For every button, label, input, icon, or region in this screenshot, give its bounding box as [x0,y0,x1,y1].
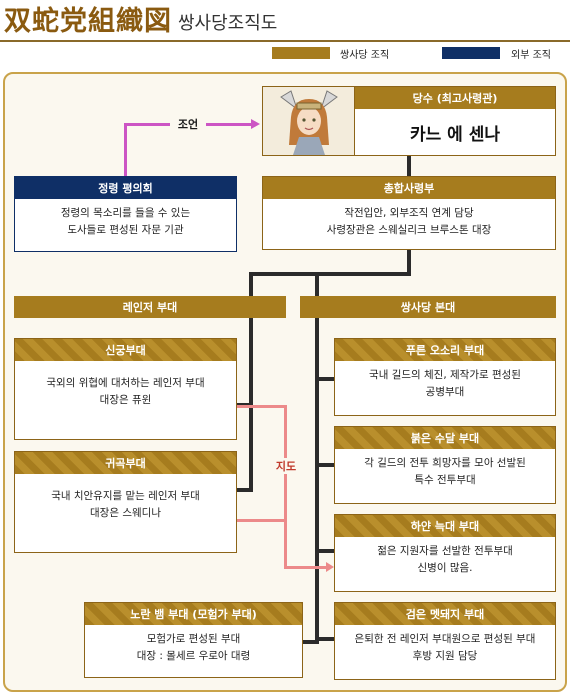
guide-line-lower [237,519,287,522]
red-otter-line-2: 특수 전투부대 [414,474,476,486]
connector-white-wolf [315,549,335,553]
unit-divine-bow: 신궁부대 국외의 위협에 대처하는 레인저 부대 대장은 퓨윈 [14,338,237,440]
ghost-valley-header: 귀곡부대 [15,452,236,474]
unit-white-wolf: 하얀 늑대 부대 젊은 지원자를 선발한 전투부대 신병이 많음. [334,514,556,592]
black-boar-line-2: 후방 지원 담당 [412,650,478,662]
command-box: 총합사령부 작전입안, 외부조직 연계 담당 사령장관은 스웨실리크 브루스톤 … [262,176,556,250]
leader-header: 당수 (최고사령관) [355,87,555,109]
council-header: 정령 평의회 [15,177,236,199]
unit-ghost-valley: 귀곡부대 국내 치안유지를 맡는 레인저 부대 대장은 스웨디나 [14,451,237,553]
yellow-snake-body: 모험가로 편성된 부대 대장 : 몰세르 우로아 대령 [85,625,302,671]
ghost-valley-line-2: 대장은 스웨디나 [90,507,161,519]
connector-yellow-snake [303,640,319,644]
divine-bow-body: 국외의 위협에 대처하는 레인저 부대 대장은 퓨윈 [15,361,236,415]
yellow-snake-header: 노란 뱀 부대 (모험가 부대) [85,603,302,625]
guide-line-to-white-wolf [284,566,328,569]
connector-blue-vulture [315,377,335,381]
unit-blue-vulture: 푸른 오소리 부대 국내 길드의 체진, 제작가로 편성된 공병부대 [334,338,556,416]
leader-portrait [263,87,355,155]
connector-command-down [407,250,411,274]
leader-name: 카느 에 센나 [409,124,501,145]
advice-arrow-icon [251,119,260,129]
unit-black-boar: 검은 멧돼지 부대 은퇴한 전 레인저 부대원으로 편성된 부대 후방 지원 담… [334,602,556,680]
command-header: 총합사령부 [263,177,555,199]
ranger-corps-bar: 레인저 부대 [14,296,286,318]
legend-swatch-internal [272,47,330,59]
guide-arrow-icon [326,562,334,572]
command-body: 작전입안, 외부조직 연계 담당 사령장관은 스웨실리크 브루스톤 대장 [263,199,555,245]
divine-bow-line-1: 국외의 위협에 대처하는 레인저 부대 [46,377,205,389]
connector-horizontal-main [249,272,411,276]
unit-red-otter: 붉은 수달 부대 각 길드의 전투 희망자를 모아 선발된 특수 전투부대 [334,426,556,504]
title-chinese: 双蛇党組織図 [4,6,172,37]
connector-red-otter [315,463,335,467]
connector-main-trunk [315,272,319,644]
connector-leader-command [407,156,411,176]
leader-portrait-icon [280,90,338,155]
legend-swatch-external [442,47,500,59]
advice-line-vertical [124,123,127,177]
white-wolf-line-2: 신병이 많음. [417,562,473,574]
yellow-snake-line-2: 대장 : 몰세르 우로아 대령 [136,650,251,662]
connector-black-boar [315,637,335,641]
main-corps-bar: 쌍사당 본대 [300,296,556,318]
white-wolf-body: 젊은 지원자를 선발한 전투부대 신병이 많음. [335,537,555,583]
red-otter-header: 붉은 수달 부대 [335,427,555,449]
connector-ranger-trunk [249,272,253,492]
council-line-1: 정령의 목소리를 들을 수 있는 [60,207,191,219]
connector-ghost-valley [237,488,251,492]
title-korean: 쌍사당조직도 [178,13,278,34]
guide-line-vertical [284,405,287,569]
council-body: 정령의 목소리를 들을 수 있는 도사들로 편성된 자문 기관 [15,199,236,245]
guide-label: 지도 [268,458,304,474]
divine-bow-header: 신궁부대 [15,339,236,361]
black-boar-body: 은퇴한 전 레인저 부대원으로 편성된 부대 후방 지원 담당 [335,625,555,671]
divine-bow-line-2: 대장은 퓨윈 [99,394,152,406]
council-box: 정령 평의회 정령의 목소리를 들을 수 있는 도사들로 편성된 자문 기관 [14,176,237,252]
title-divider [0,40,570,42]
red-otter-body: 각 길드의 전투 희망자를 모아 선발된 특수 전투부대 [335,449,555,495]
unit-yellow-snake: 노란 뱀 부대 (모험가 부대) 모험가로 편성된 부대 대장 : 몰세르 우로… [84,602,303,678]
black-boar-line-1: 은퇴한 전 레인저 부대원으로 편성된 부대 [354,633,536,645]
command-line-2: 사령장관은 스웨실리크 브루스톤 대장 [326,224,492,236]
page-title: 双蛇党組織図 쌍사당조직도 [4,2,277,38]
yellow-snake-line-1: 모험가로 편성된 부대 [146,633,241,645]
ghost-valley-line-1: 국내 치안유지를 맡는 레인저 부대 [51,490,200,502]
black-boar-header: 검은 멧돼지 부대 [335,603,555,625]
red-otter-line-1: 각 길드의 전투 희망자를 모아 선발된 [364,457,526,469]
blue-vulture-body: 국내 길드의 체진, 제작가로 편성된 공병부대 [335,361,555,407]
council-line-2: 도사들로 편성된 자문 기관 [67,224,184,236]
blue-vulture-line-1: 국내 길드의 체진, 제작가로 편성된 [369,369,521,381]
blue-vulture-header: 푸른 오소리 부대 [335,339,555,361]
command-line-1: 작전입안, 외부조직 연계 담당 [344,207,474,219]
legend-label-internal: 쌍사당 조직 [340,50,390,61]
blue-vulture-line-2: 공병부대 [425,386,465,398]
leader-box: 당수 (최고사령관) 카느 에 센나 [262,86,556,156]
ghost-valley-body: 국내 치안유지를 맡는 레인저 부대 대장은 스웨디나 [15,474,236,528]
white-wolf-line-1: 젊은 지원자를 선발한 전투부대 [377,545,513,557]
white-wolf-header: 하얀 늑대 부대 [335,515,555,537]
guide-line-top [237,405,287,408]
advice-label: 조언 [170,116,206,132]
legend-label-external: 외부 조직 [511,50,551,61]
